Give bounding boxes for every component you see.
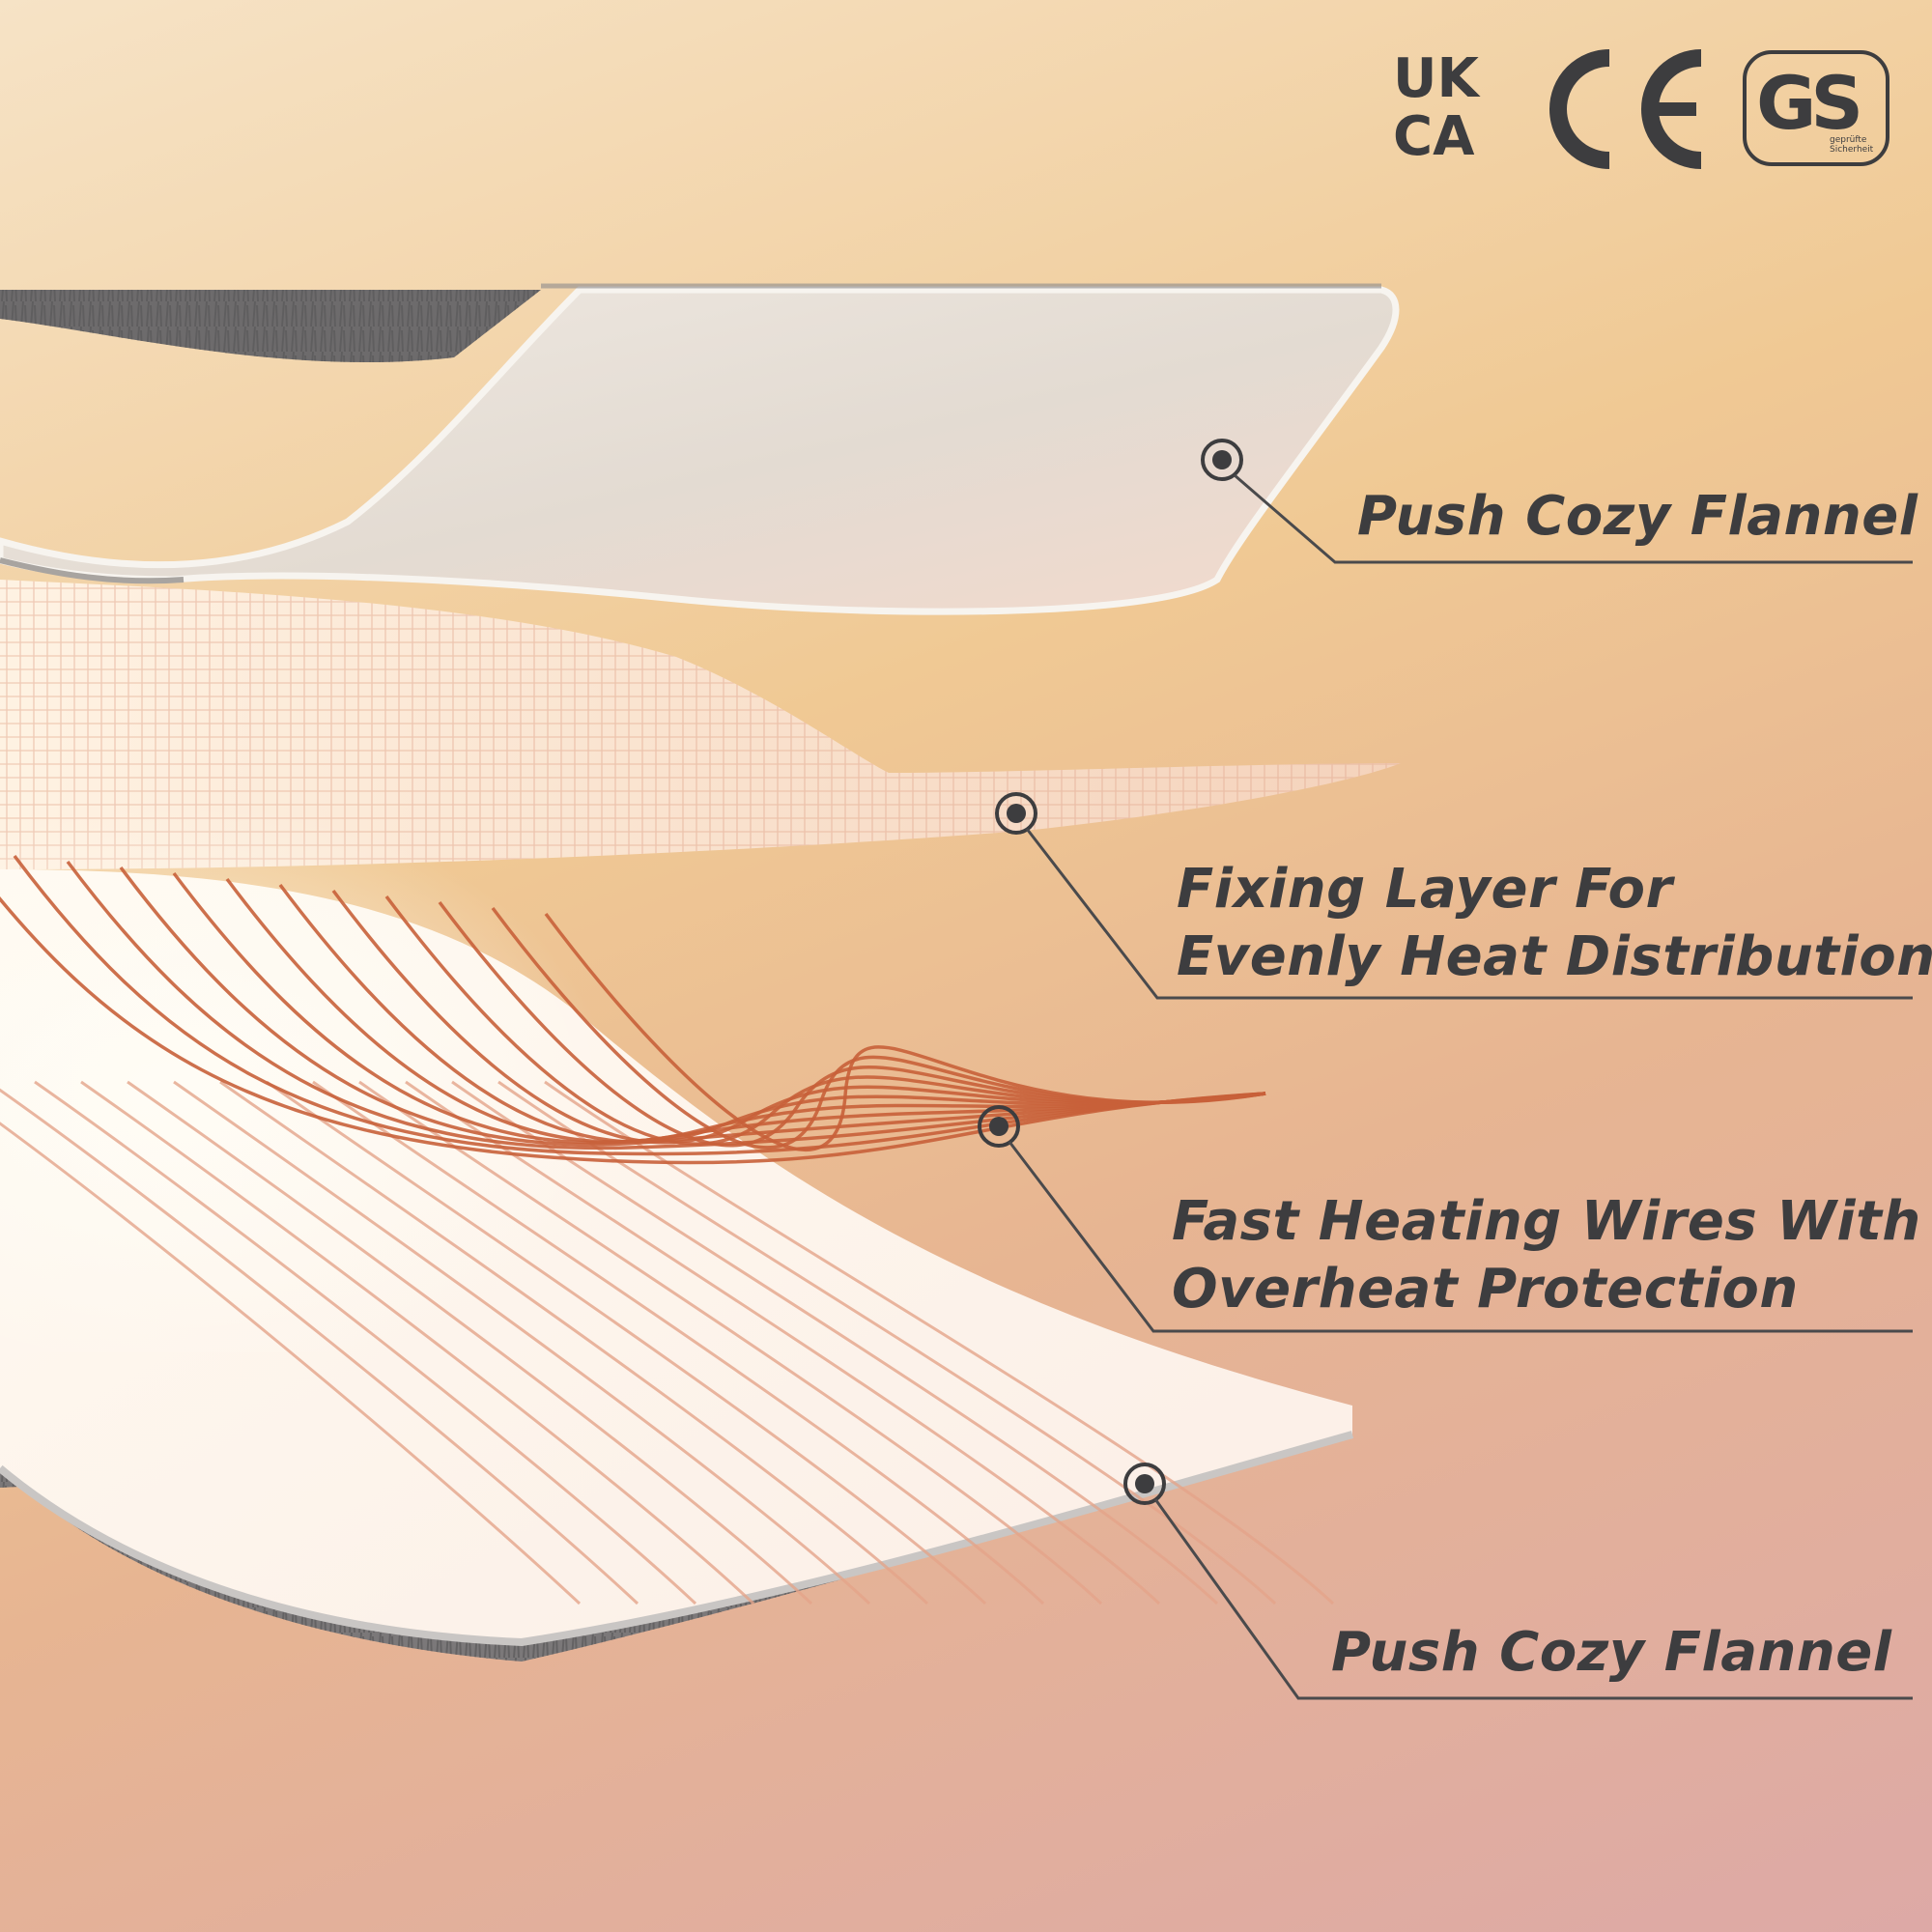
label-top-flannel-line-1: Push Cozy Flannel bbox=[1357, 485, 1918, 548]
callout-line bbox=[1008, 1141, 1913, 1333]
callout-line bbox=[1153, 1498, 1913, 1700]
bottom-layer-stripe bbox=[312, 1080, 1045, 1605]
bottom-layer-stripe bbox=[173, 1080, 871, 1605]
ukca-mark: UK CA bbox=[1393, 50, 1507, 170]
gs-mark-subtext-2: Sicherheit bbox=[1830, 145, 1874, 155]
callout-line bbox=[1025, 828, 1913, 1000]
bottom-layer-stripe bbox=[80, 1080, 755, 1605]
callout-line bbox=[1234, 473, 1913, 564]
ukca-line-1: UK bbox=[1393, 47, 1479, 110]
callout-marker bbox=[1123, 1463, 1166, 1505]
heating-wire bbox=[544, 912, 1266, 1152]
bottom-layer-stripe bbox=[34, 1080, 697, 1605]
bottom-layer-stripe bbox=[0, 1122, 582, 1605]
callout-heating-wires bbox=[978, 1105, 1913, 1333]
label-bottom-flannel: Push Cozy Flannel bbox=[1331, 1619, 1891, 1687]
bottom-flannel-layer bbox=[0, 773, 1354, 1662]
bottom-layer-stripe bbox=[127, 1080, 813, 1605]
heating-wire bbox=[0, 895, 1266, 1165]
heating-wire bbox=[13, 854, 1266, 1156]
callout-dot bbox=[1135, 1474, 1154, 1493]
label-fixing-layer-line-2: Evenly Heat Distribution bbox=[1177, 925, 1932, 988]
label-heating-wires-line-2: Overheat Protection bbox=[1172, 1258, 1799, 1321]
bottom-layer-stripe bbox=[266, 1080, 987, 1605]
label-top-flannel: Push Cozy Flannel bbox=[1357, 483, 1918, 551]
heating-wire bbox=[66, 860, 1266, 1151]
callout-dot bbox=[989, 1117, 1009, 1136]
ukca-line-2: CA bbox=[1393, 105, 1475, 168]
callout-dot bbox=[1212, 450, 1232, 469]
callout-fixing-layer bbox=[995, 792, 1913, 1000]
ce-mark-icon bbox=[1549, 49, 1702, 169]
label-bottom-flannel-line-1: Push Cozy Flannel bbox=[1331, 1621, 1892, 1684]
callout-marker bbox=[995, 792, 1037, 835]
ce-mark: CE bbox=[1544, 46, 1708, 172]
heating-wires bbox=[0, 854, 1266, 1165]
heating-wire bbox=[384, 895, 1266, 1146]
label-heating-wires-line-1: Fast Heating Wires With bbox=[1172, 1190, 1921, 1253]
label-heating-wires: Fast Heating Wires With Overheat Protect… bbox=[1172, 1188, 1921, 1323]
heating-wire bbox=[491, 906, 1266, 1150]
callout-top-flannel bbox=[1201, 439, 1913, 564]
bottom-layer-stripe bbox=[0, 1088, 639, 1605]
bottom-layer-stripe bbox=[219, 1080, 929, 1605]
callout-dot bbox=[1007, 804, 1026, 823]
label-fixing-layer: Fixing Layer For Evenly Heat Distributio… bbox=[1177, 856, 1932, 991]
heating-wire bbox=[331, 889, 1266, 1145]
callout-marker bbox=[1201, 439, 1243, 481]
callout-marker bbox=[978, 1105, 1020, 1148]
callout-bottom-flannel bbox=[1123, 1463, 1913, 1700]
heating-wire bbox=[225, 877, 1266, 1144]
label-fixing-layer-line-1: Fixing Layer For bbox=[1177, 858, 1673, 921]
gs-mark: GS geprüfte Sicherheit bbox=[1743, 50, 1889, 166]
top-flannel-layer bbox=[0, 283, 1400, 615]
gs-mark-subtext-1: geprüfte bbox=[1830, 135, 1867, 145]
heating-wire bbox=[278, 883, 1266, 1144]
heating-wire bbox=[438, 900, 1266, 1148]
gs-mark-text: GS bbox=[1756, 60, 1863, 146]
